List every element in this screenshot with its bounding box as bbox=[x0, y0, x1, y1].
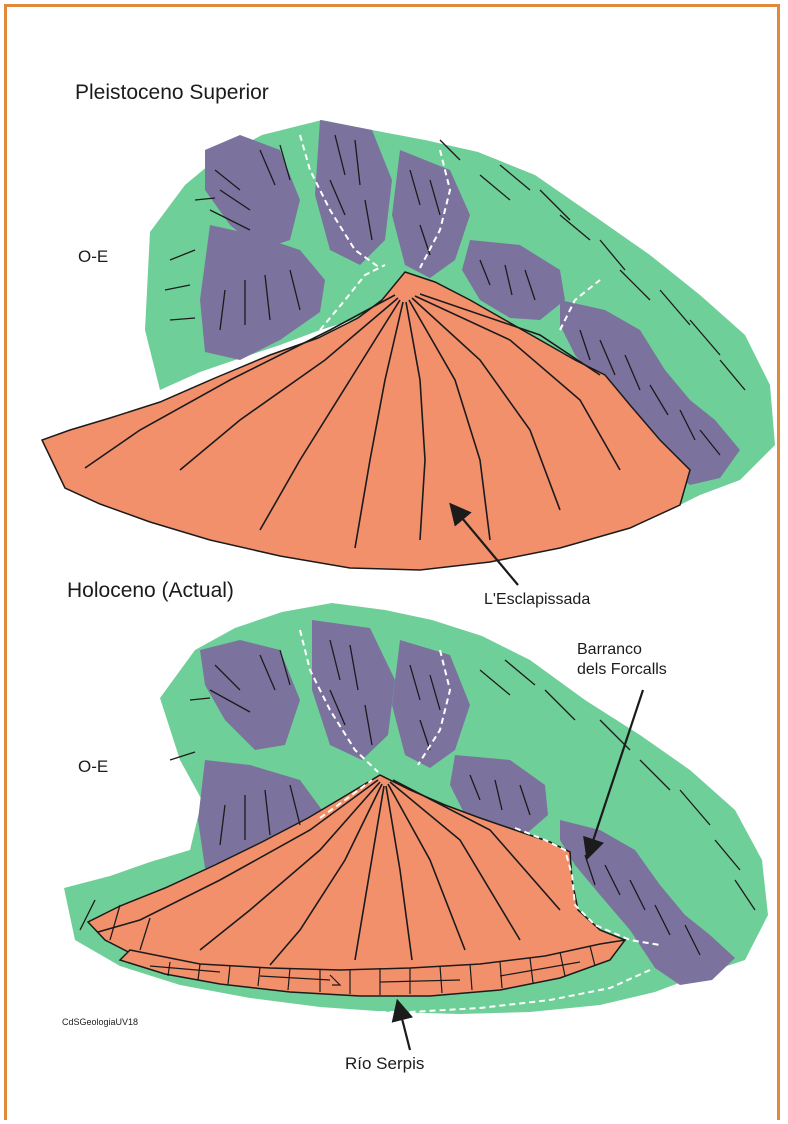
barranco-label-line1: Barranco bbox=[577, 641, 642, 658]
river-label: Río Serpis bbox=[345, 1054, 424, 1073]
orientation-label-bottom: O-E bbox=[78, 757, 108, 776]
barranco-label-line2: dels Forcalls bbox=[577, 661, 667, 678]
credit-label: CdSGeologiaUV18 bbox=[62, 1017, 138, 1027]
panel-title-pleistocene: Pleistoceno Superior bbox=[75, 81, 269, 104]
fan-label: L'Esclapissada bbox=[484, 591, 590, 608]
orientation-label-top: O-E bbox=[78, 247, 108, 266]
panel-title-holocene: Holoceno (Actual) bbox=[67, 579, 234, 602]
panel-pleistocene bbox=[42, 120, 775, 585]
